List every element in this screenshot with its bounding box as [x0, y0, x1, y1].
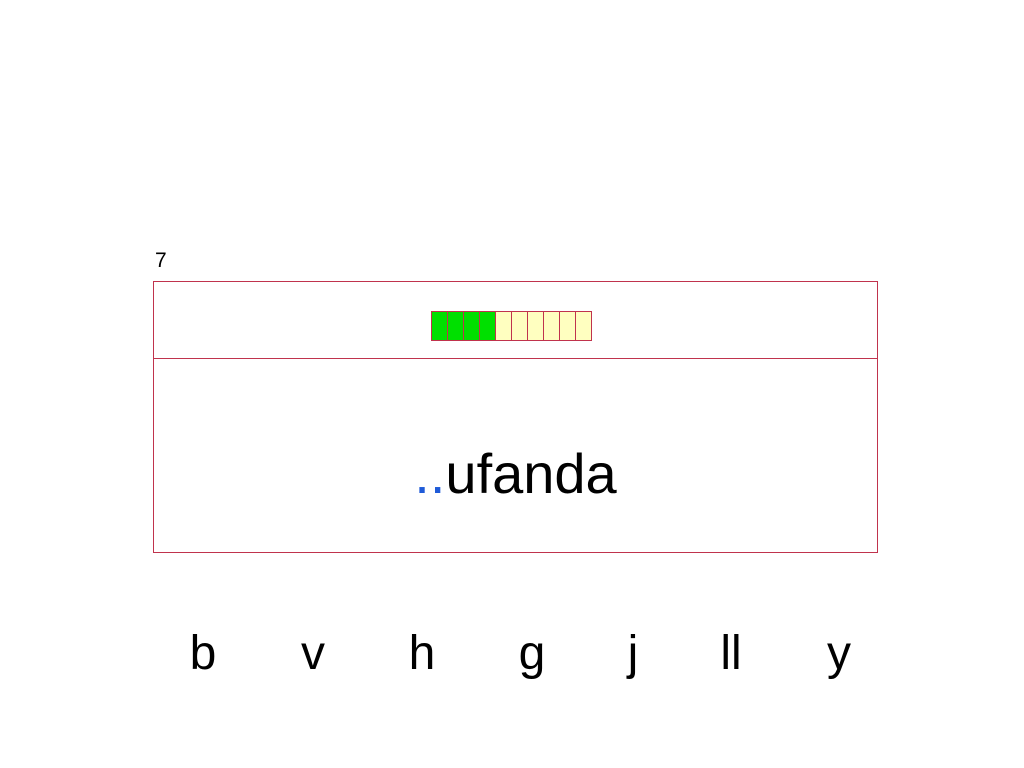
progress-cell-pending [511, 311, 528, 341]
option-ll[interactable]: ll [720, 627, 742, 680]
progress-cell-pending [543, 311, 560, 341]
progress-cell-pending [495, 311, 512, 341]
card-header [154, 282, 877, 359]
progress-cell-done [447, 311, 464, 341]
exercise-card: ..ufanda [153, 281, 878, 553]
option-g[interactable]: g [518, 627, 546, 680]
progress-cell-pending [575, 311, 592, 341]
exercise-number: 7 [155, 249, 167, 272]
option-v[interactable]: v [301, 627, 325, 680]
progress-bar [431, 311, 592, 343]
progress-cell-done [463, 311, 480, 341]
progress-cell-pending [559, 311, 576, 341]
progress-cell-done [431, 311, 448, 341]
letter-options: b v h g j ll y [150, 622, 910, 686]
option-h[interactable]: h [408, 627, 436, 680]
progress-cell-pending [527, 311, 544, 341]
option-y[interactable]: y [827, 627, 851, 680]
progress-cell-done [479, 311, 496, 341]
word-rest: ufanda [445, 442, 617, 505]
option-j[interactable]: j [627, 627, 639, 680]
target-word: ..ufanda [154, 442, 877, 506]
word-blank: .. [414, 442, 446, 505]
option-b[interactable]: b [189, 627, 217, 680]
